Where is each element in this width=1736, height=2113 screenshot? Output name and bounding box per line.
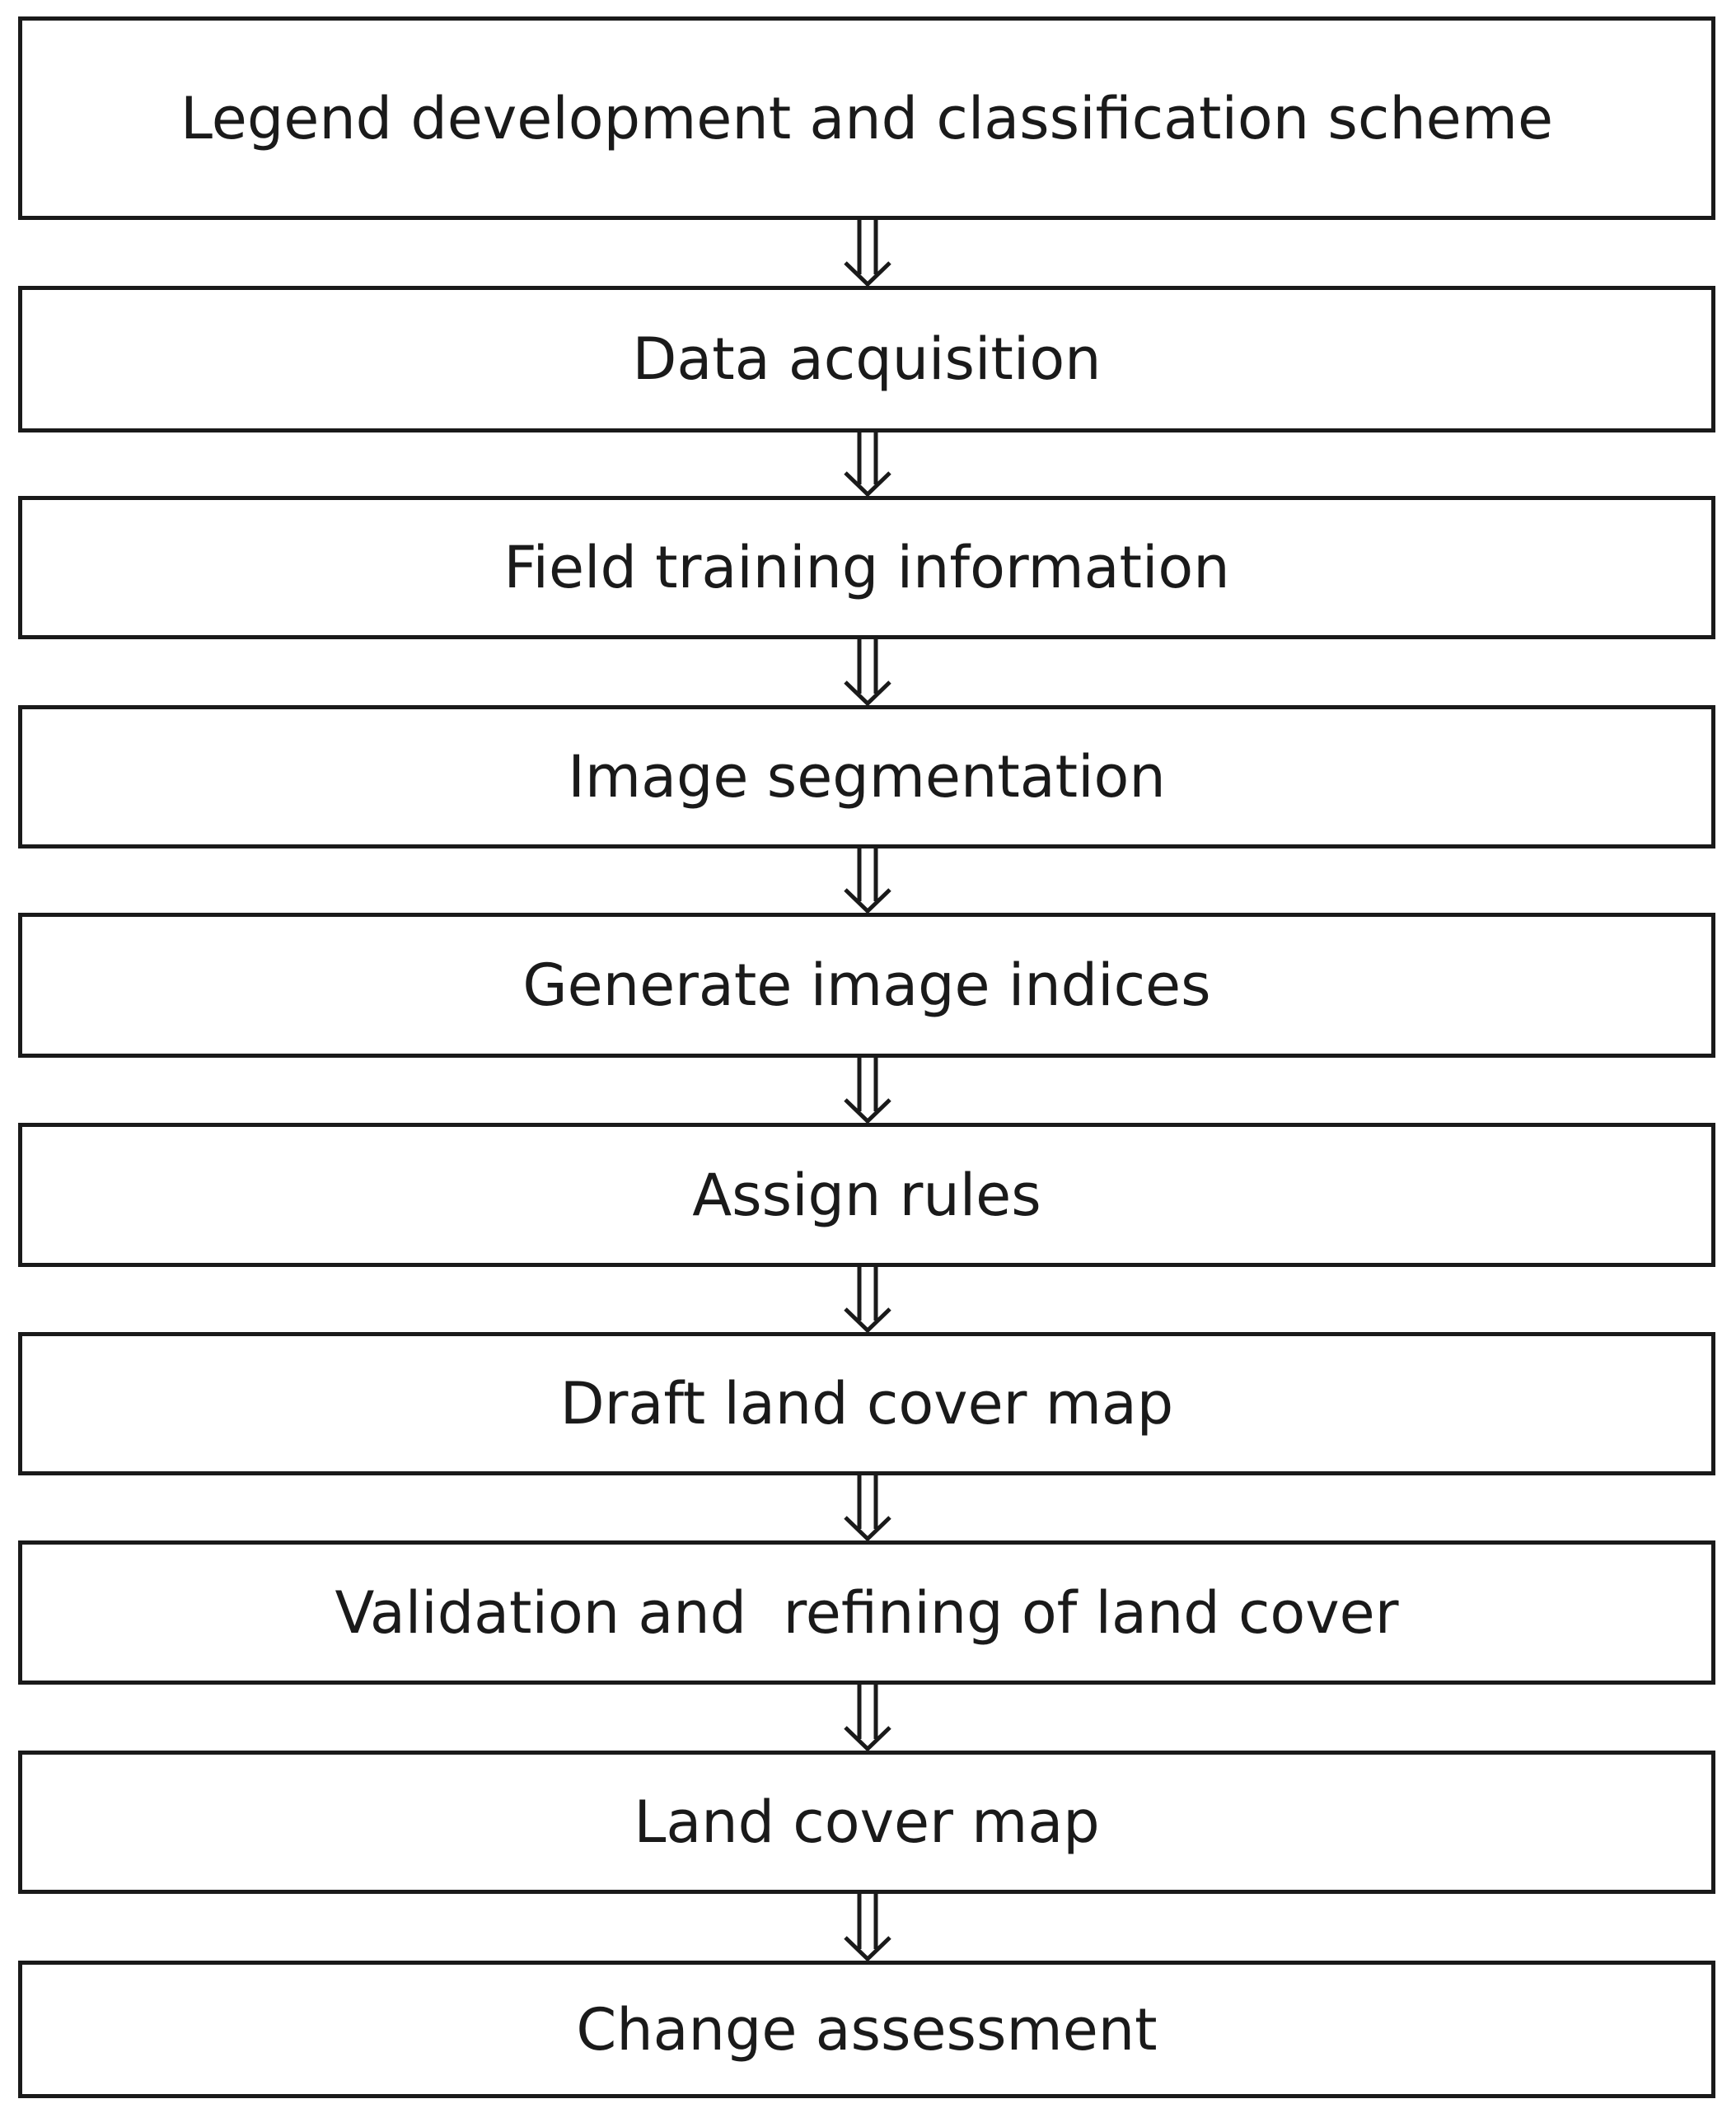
double-down-arrow-icon [844, 432, 891, 496]
step-label: Draft land cover map [559, 1370, 1174, 1437]
double-down-arrow-icon [844, 1894, 891, 1961]
step-label: Field training information [503, 534, 1230, 601]
step-box-legend-development: Legend development and classification sc… [18, 16, 1715, 220]
double-down-arrow-icon [844, 639, 891, 705]
step-box-assign-rules: Assign rules [18, 1123, 1715, 1267]
double-down-arrow-icon [844, 1058, 891, 1123]
double-down-arrow-icon [844, 848, 891, 913]
step-box-data-acquisition: Data acquisition [18, 286, 1715, 432]
step-box-field-training: Field training information [18, 496, 1715, 639]
step-box-validation: Validation and refining of land cover [18, 1540, 1715, 1685]
step-box-image-segmentation: Image segmentation [18, 705, 1715, 848]
step-label: Legend development and classification sc… [180, 84, 1554, 152]
step-label: Assign rules [692, 1161, 1041, 1229]
step-label: Image segmentation [568, 743, 1166, 811]
step-box-land-cover-map: Land cover map [18, 1751, 1715, 1894]
double-down-arrow-icon [844, 1267, 891, 1332]
double-down-arrow-icon [844, 220, 891, 286]
double-down-arrow-icon [844, 1475, 891, 1540]
step-box-image-indices: Generate image indices [18, 913, 1715, 1058]
double-down-arrow-icon [844, 1685, 891, 1751]
step-box-draft-map: Draft land cover map [18, 1332, 1715, 1475]
step-label: Land cover map [634, 1788, 1100, 1856]
step-box-change-assessment: Change assessment [18, 1961, 1715, 2098]
step-label: Change assessment [576, 1995, 1158, 2064]
step-label: Data acquisition [632, 325, 1102, 393]
step-label: Validation and refining of land cover [335, 1578, 1399, 1647]
step-label: Generate image indices [522, 951, 1211, 1019]
